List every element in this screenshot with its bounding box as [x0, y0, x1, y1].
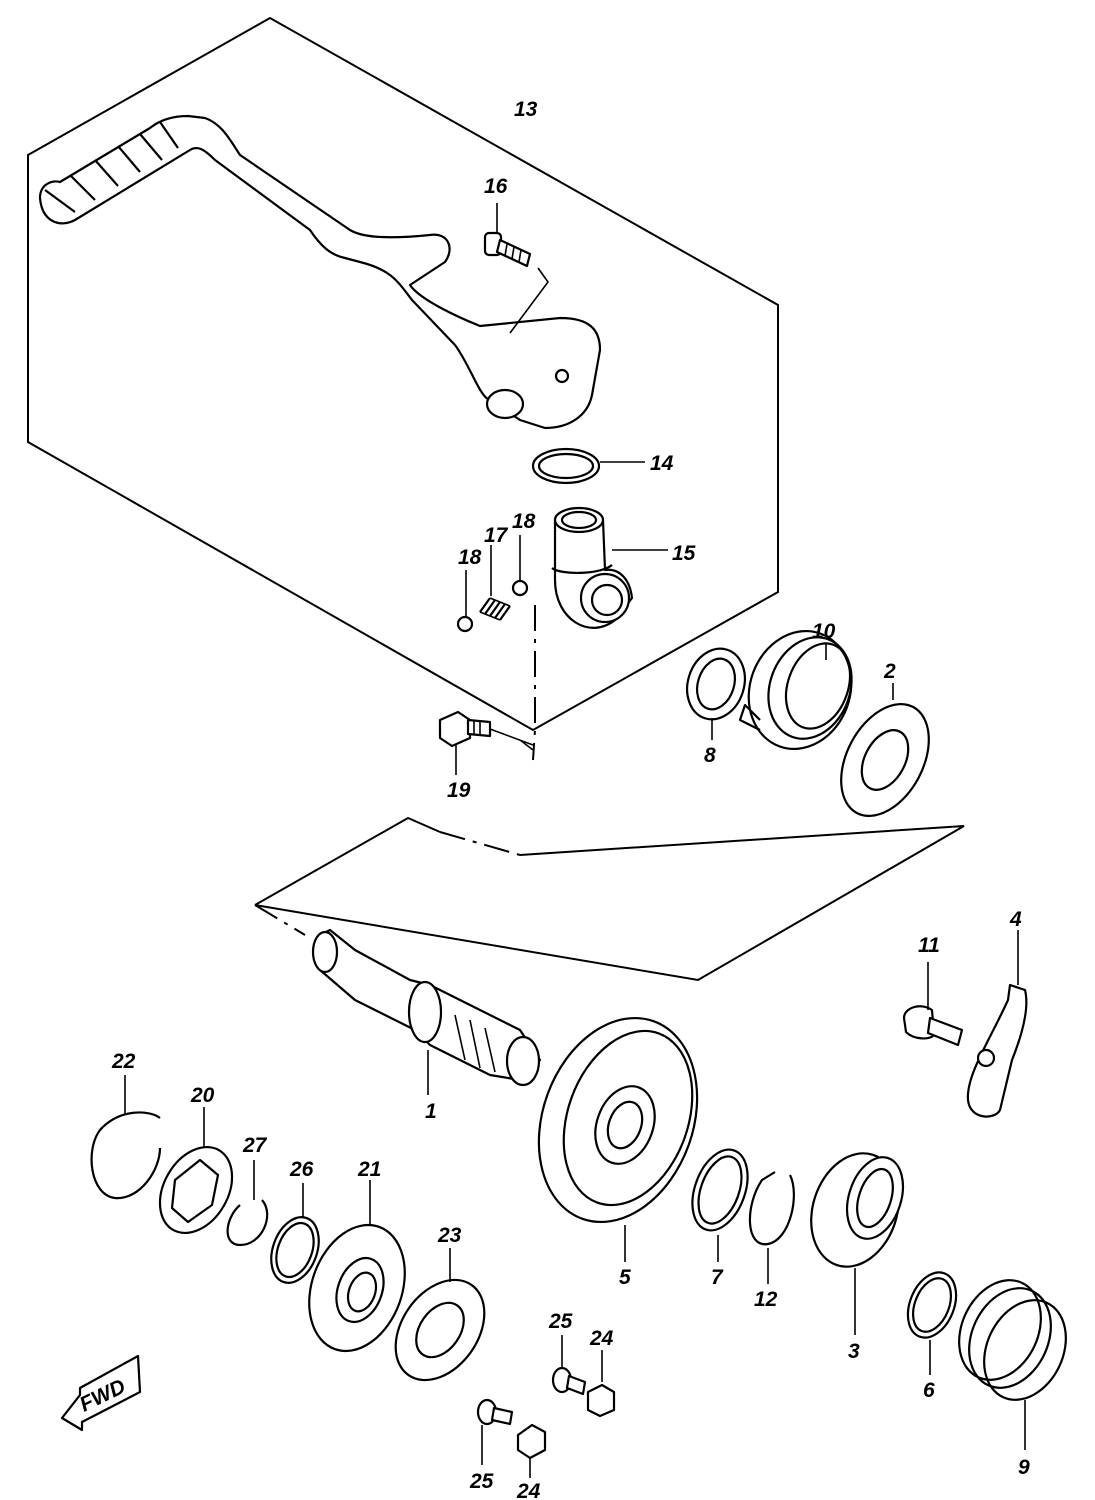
ring-14	[531, 447, 601, 485]
ball-18-b	[511, 579, 529, 597]
washer-6-inner	[911, 1277, 953, 1333]
stopper-plate-4-hole	[976, 1048, 996, 1068]
kick-shaft-1	[311, 928, 542, 1087]
callout-14: 14	[650, 452, 674, 475]
ring-14-inner	[537, 452, 595, 480]
bolt-11	[902, 1005, 964, 1047]
callout-25b: 25	[548, 1310, 573, 1333]
callout-18a: 18	[458, 546, 482, 569]
return-spring-10	[738, 629, 853, 751]
callout-24a: 24	[516, 1480, 541, 1500]
callout-16: 16	[484, 175, 508, 198]
callout-1: 1	[425, 1100, 437, 1123]
dashed-axis-19	[532, 605, 536, 761]
circlip-22	[90, 1111, 162, 1200]
kick-boss-15	[551, 506, 634, 629]
ratchet-3	[810, 1152, 905, 1268]
washer-2-inner	[860, 729, 910, 791]
callout-26: 26	[289, 1158, 314, 1181]
washer-26-inner	[275, 1221, 315, 1279]
callout-22: 22	[111, 1050, 136, 1073]
plate-20	[158, 1145, 234, 1235]
callout-23: 23	[437, 1224, 462, 1247]
ball-18-a	[456, 615, 474, 633]
callout-10: 10	[812, 620, 836, 643]
washer-26	[270, 1216, 320, 1284]
callout-13: 13	[514, 98, 538, 121]
leader-16	[496, 203, 549, 334]
leader-19	[455, 728, 534, 775]
stopper-plate-4	[966, 983, 1028, 1118]
callout-4: 4	[1009, 908, 1022, 931]
callout-12: 12	[754, 1288, 778, 1311]
callout-5: 5	[619, 1266, 631, 1289]
assembly-boundary-13	[27, 16, 779, 732]
bolt-16	[483, 231, 532, 268]
fwd-direction-marker: FWD	[60, 1354, 142, 1432]
plate-20-teeth	[170, 1158, 220, 1224]
callout-7: 7	[711, 1266, 724, 1289]
gear-5	[537, 1016, 699, 1224]
callout-6: 6	[923, 1379, 935, 1402]
nut-24-b	[586, 1383, 616, 1418]
kick-lever	[38, 114, 602, 430]
spring-9	[958, 1279, 1067, 1401]
spring-17	[479, 597, 511, 621]
washer-7-inner	[697, 1155, 743, 1225]
screw-25-a	[476, 1398, 514, 1426]
callout-17: 17	[484, 524, 509, 547]
idle-gear-21	[308, 1223, 406, 1353]
callout-24b: 24	[589, 1327, 614, 1350]
callout-21: 21	[357, 1158, 381, 1181]
callout-9: 9	[1018, 1456, 1030, 1479]
callout-2: 2	[883, 660, 896, 683]
screw-25-b	[551, 1366, 587, 1396]
callout-19: 19	[447, 779, 471, 802]
callout-27: 27	[242, 1134, 268, 1157]
callout-11: 11	[918, 934, 940, 957]
nut-24-a	[516, 1423, 547, 1460]
dashed-leader-shaft	[254, 831, 521, 936]
callout-8: 8	[704, 744, 716, 767]
callout-15: 15	[672, 542, 696, 565]
washer-23-inner	[415, 1301, 465, 1359]
washer-6	[906, 1271, 958, 1339]
circlip-12	[748, 1171, 795, 1246]
callout-18b: 18	[512, 510, 536, 533]
washer-7	[691, 1148, 749, 1232]
bolt-19	[438, 710, 492, 748]
callout-3: 3	[848, 1340, 860, 1363]
callout-20: 20	[190, 1084, 215, 1107]
callout-25a: 25	[469, 1470, 494, 1493]
ring-8-inner	[695, 657, 737, 711]
assembly-boundary-shaft	[254, 816, 965, 982]
circlip-27	[226, 1199, 269, 1247]
